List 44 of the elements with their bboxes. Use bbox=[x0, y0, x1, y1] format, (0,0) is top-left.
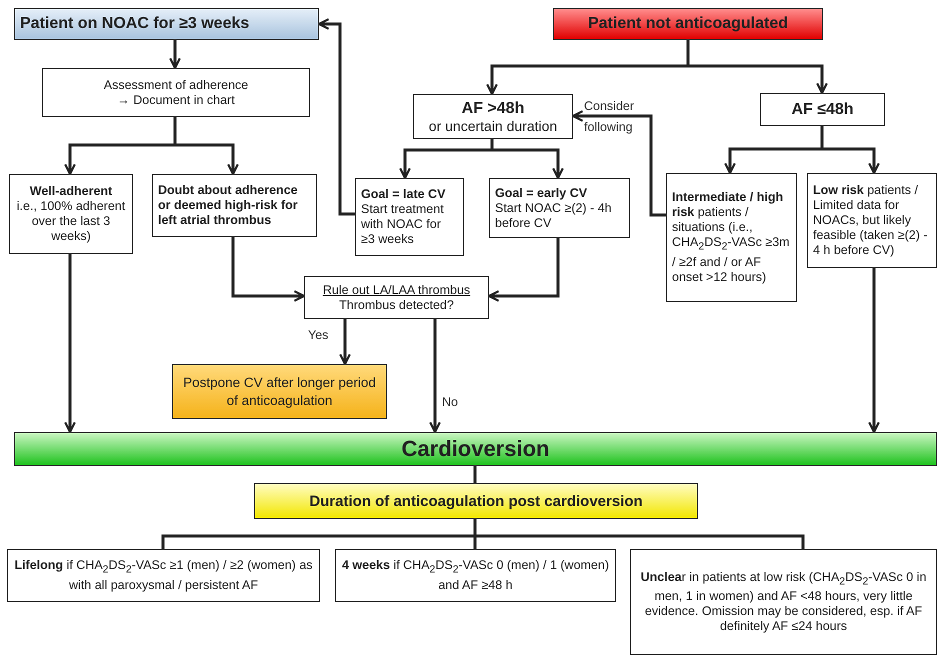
arrow bbox=[868, 268, 880, 434]
outcome-box: Unclear in patients at low risk (CHA$_{2}$DS$_{2}$-VASc 0 in men, 1 in women) and AF <48 hours, very little evidence. Omission may be considered, esp. if AF definitely AF ≤24 hours bbox=[630, 549, 937, 655]
arrow bbox=[490, 139, 564, 180]
cardioversion-bar: Cardioversion bbox=[14, 432, 937, 466]
process-box bbox=[9, 174, 133, 254]
arrow bbox=[174, 117, 239, 176]
outcome-box: Postpone CV after longer period of anticoagulation bbox=[172, 364, 387, 419]
arrow bbox=[318, 18, 355, 216]
outcome-box: 4 weeks if CHA$_{2}$DS$_{2}$-VASc 0 (men) / 1 (women) and AF ≥48 h bbox=[335, 549, 616, 602]
node-text: Start treatment with NOAC for ≥3 weeks bbox=[361, 202, 445, 247]
arrow bbox=[820, 126, 880, 174]
connector-line bbox=[474, 519, 804, 549]
arrow bbox=[572, 110, 666, 216]
arrow bbox=[488, 238, 560, 302]
decision-box bbox=[304, 276, 489, 319]
edge-label: Consider following bbox=[584, 98, 636, 136]
arrow bbox=[429, 319, 441, 434]
arrow bbox=[169, 40, 181, 70]
process-box: Low risk patients / Limited data for NOACs, but likely feasible (taken ≥(2) - 4 h before CV) bbox=[807, 173, 937, 268]
start-box: Patient not anticoagulated bbox=[553, 8, 823, 40]
process-box bbox=[489, 178, 630, 238]
arrow bbox=[339, 319, 351, 366]
node-heading: AF >48h bbox=[460, 98, 526, 118]
process-box: Assessment of adherence → Document in chart bbox=[42, 68, 310, 117]
arrow bbox=[232, 237, 306, 302]
outcome-box: Lifelong if CHA$_{2}$DS$_{2}$-VASc ≥1 (men) / ≥2 (women) as with all paroxysmal / persistent AF bbox=[7, 549, 320, 602]
node-text: Start NOAC ≥(2) - 4h before CV bbox=[495, 200, 613, 230]
arrow bbox=[64, 254, 76, 434]
decision-box: AF ≤48h bbox=[760, 93, 885, 126]
node-heading: Well-adherent bbox=[28, 184, 114, 199]
process-box: Doubt about adherence or deemed high-risk for left atrial thrombus bbox=[152, 174, 317, 237]
node-text: Thrombus detected? bbox=[338, 298, 455, 312]
decision-box bbox=[413, 94, 573, 139]
node-heading: Goal = late CV bbox=[361, 187, 446, 202]
process-box: Intermediate / high risk patients / situations (i.e., CHA$_{2}$DS$_{2}$-VASc ≥3m / ≥2f and / or AF onset >12 hours) bbox=[666, 173, 797, 302]
node-text: i.e., 100% adherent over the last 3 weeks) bbox=[16, 199, 126, 244]
node-text: or uncertain duration bbox=[428, 118, 558, 134]
node-heading: Rule out LA/LAA thrombus bbox=[322, 282, 472, 298]
connector-line bbox=[474, 466, 476, 483]
arrow bbox=[686, 40, 828, 94]
start-box: Patient on NOAC for ≥3 weeks bbox=[14, 8, 319, 40]
process-box bbox=[355, 178, 464, 256]
node-heading: Goal = early CV bbox=[495, 186, 588, 200]
heading-box: Duration of anticoagulation post cardioversion bbox=[254, 483, 698, 519]
